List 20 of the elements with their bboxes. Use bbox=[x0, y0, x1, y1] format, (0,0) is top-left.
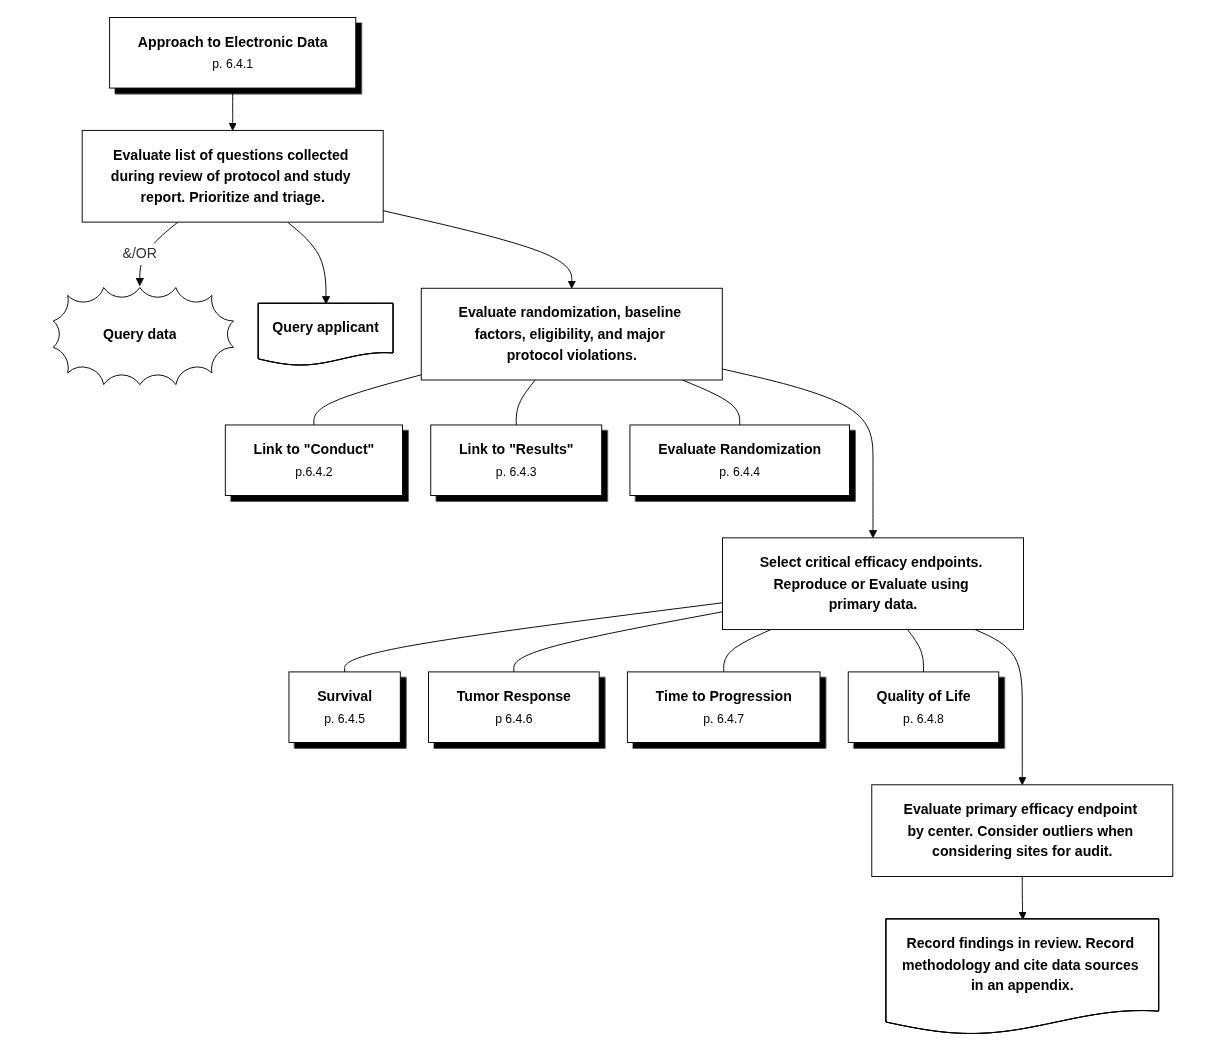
node-box: Evaluate primary efficacy endpoint by center. Consider outliers when considering sites for audit. bbox=[871, 784, 1174, 877]
node-box: Time to Progression p. 6.4.7 bbox=[626, 671, 821, 743]
node-box: Link to "Results" p. 6.4.3 bbox=[430, 424, 603, 496]
connector bbox=[513, 611, 723, 673]
connector bbox=[313, 374, 422, 426]
node-box: Tumor Response p 6.4.6 bbox=[428, 671, 600, 743]
node-box: Quality of Life p. 6.4.8 bbox=[847, 671, 1000, 743]
node-box: Evaluate randomization, baseline factors, eligibility, and major protocol violations. bbox=[420, 287, 723, 381]
connector bbox=[515, 379, 536, 426]
connector bbox=[681, 379, 741, 426]
connector bbox=[344, 602, 723, 673]
node-box: Link to "Conduct" p.6.4.2 bbox=[224, 424, 403, 496]
node-box: Evaluate Randomization p. 6.4.4 bbox=[629, 424, 850, 496]
connector bbox=[907, 629, 924, 673]
node-box: Approach to Electronic Data p. 6.4.1 bbox=[109, 17, 357, 89]
node-box: Survival p. 6.4.5 bbox=[288, 671, 401, 743]
node-box: Evaluate list of questions collected during review of protocol and study report. Prioritize and triage. bbox=[81, 129, 384, 223]
connector bbox=[723, 629, 772, 673]
node-box: Select critical efficacy endpoints. Reproduce or Evaluate using primary data. bbox=[722, 537, 1024, 631]
edge-label: &/OR bbox=[122, 245, 158, 262]
